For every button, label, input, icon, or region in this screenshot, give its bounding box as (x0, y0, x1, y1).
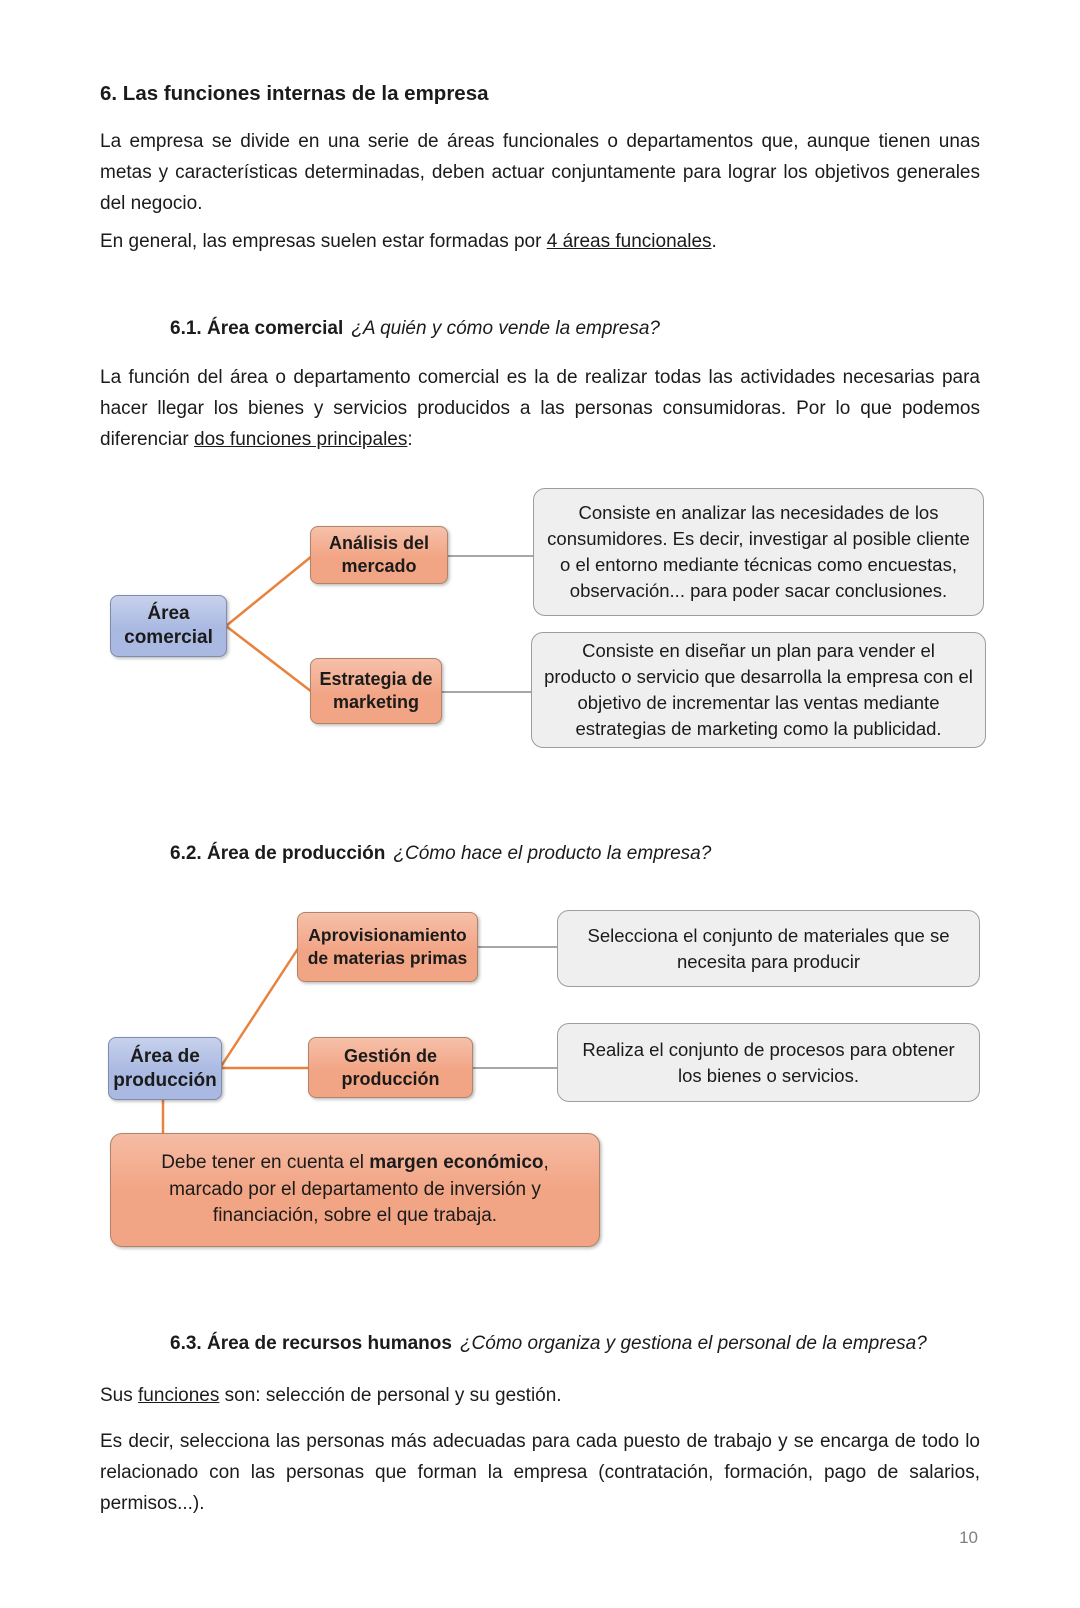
page-number: 10 (959, 1528, 978, 1547)
section-6-paragraph-2: En general, las empresas suelen estar fo… (100, 226, 980, 257)
section-6-heading: 6. Las funciones internas de la empresa (100, 82, 489, 105)
paragraph-text: son: selección de personal y su gestión. (219, 1385, 562, 1406)
paragraph-text: Sus (100, 1385, 139, 1406)
section-6-2-heading: 6.2. Área de producción ¿Cómo hace el pro… (170, 843, 711, 865)
node-area-de-produccion: Área de producción (108, 1037, 222, 1100)
diagram-connector-lines (225, 555, 535, 693)
paragraph-text: : (407, 429, 413, 450)
desc-aprovisionamiento: Selecciona el conjunto de materiales que… (557, 910, 980, 987)
heading-question: ¿Cómo organiza y gestiona el personal de… (459, 1333, 927, 1354)
underlined-phrase: dos funciones principales (194, 429, 408, 450)
diagram-connector-lines (161, 946, 559, 1136)
paragraph-text: La función del área o departamento comer… (100, 367, 980, 450)
node-area-comercial: Área comercial (110, 595, 227, 657)
area-comercial-diagram: Área comercial Análisis del mercado Estr… (100, 470, 990, 760)
paragraph-text: En general, las empresas suelen estar fo… (100, 231, 547, 252)
note-margen-economico: Debe tener en cuenta el margen económico… (110, 1133, 600, 1247)
heading-number-title: 6.1. Área comercial (170, 318, 344, 339)
desc-analisis-del-mercado: Consiste en analizar las necesidades de … (533, 488, 984, 616)
heading-number-title: 6.3. Área de recursos humanos (170, 1333, 452, 1354)
heading-question: ¿A quién y cómo vende la empresa? (351, 318, 660, 339)
desc-estrategia-de-marketing: Consiste en diseñar un plan para vender … (531, 632, 986, 748)
heading-number-title: 6.2. Área de producción (170, 843, 386, 864)
note-text: Debe tener en cuenta el margen económico… (125, 1150, 585, 1230)
node-aprovisionamiento-materias-primas: Aprovisionamiento de materias primas (297, 912, 478, 982)
section-6-paragraph-1: La empresa se divide en una serie de áre… (100, 131, 980, 214)
note-bold-phrase: margen económico (369, 1152, 544, 1174)
desc-gestion-de-produccion: Realiza el conjunto de procesos para obt… (557, 1023, 980, 1102)
paragraph-text: . (711, 231, 717, 252)
section-6-1-heading: 6.1. Área comercial ¿A quién y cómo vende… (170, 318, 660, 340)
node-estrategia-de-marketing: Estrategia de marketing (310, 658, 442, 724)
note-text-part: Debe tener en cuenta el (161, 1152, 370, 1174)
section-6-3-paragraph-2: Es decir, selecciona las personas más ad… (100, 1431, 980, 1514)
underlined-phrase: funciones (138, 1385, 220, 1406)
node-gestion-de-produccion: Gestión de producción (308, 1037, 473, 1098)
section-6-1-paragraph: La función del área o departamento comer… (100, 362, 980, 455)
area-de-produccion-diagram: Aprovisionamiento de materias primas Áre… (100, 900, 990, 1252)
node-analisis-del-mercado: Análisis del mercado (310, 526, 448, 584)
heading-question: ¿Cómo hace el producto la empresa? (393, 843, 712, 864)
note-text-part: , marcado por el departamento de inversi… (169, 1152, 549, 1227)
underlined-phrase: 4 áreas funcionales (546, 231, 712, 252)
section-6-3-heading: 6.3. Área de recursos humanos ¿Cómo organ… (170, 1333, 927, 1355)
section-6-3-paragraph-1: Sus funciones son: selección de personal… (100, 1380, 980, 1411)
